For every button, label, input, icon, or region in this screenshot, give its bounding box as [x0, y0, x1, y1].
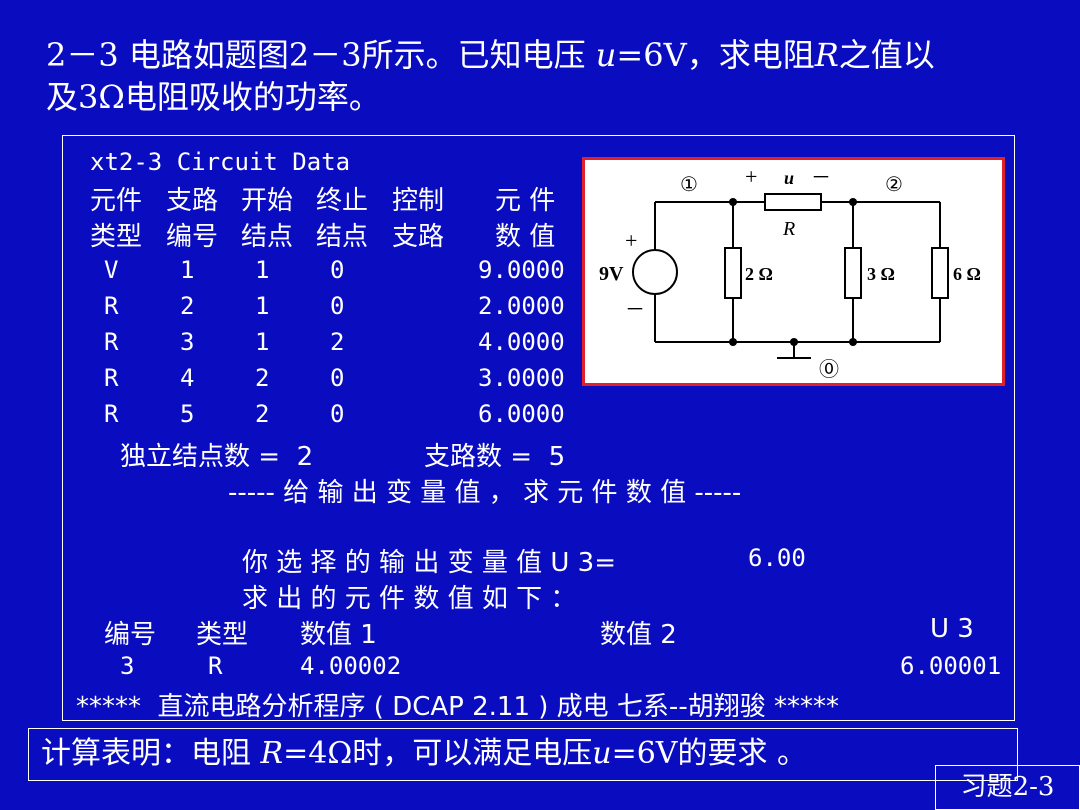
source-minus: － [625, 299, 645, 321]
header-control: 控制 [392, 186, 445, 216]
row-value: 3.0000 [478, 364, 565, 392]
circuit-data-title: xt2-3 Circuit Data [90, 148, 351, 176]
junction-dot [729, 338, 737, 346]
row-type: R [104, 400, 119, 428]
header-branch: 支路 [166, 186, 219, 216]
selected-output-label: 你 选 择 的 输 出 变 量 值 U 3= [242, 548, 617, 578]
row-branch: 3 [180, 328, 195, 356]
resistor-2ohm-icon [724, 247, 742, 299]
row-type: R [104, 328, 119, 356]
resistor-symbol: R [814, 36, 839, 74]
node-2-label: ② [885, 174, 903, 196]
source-plus: + [625, 228, 637, 253]
result-type: R [208, 652, 223, 680]
result-header-value1: 数值 1 [300, 620, 377, 650]
header-number: 编号 [166, 222, 219, 252]
resistor-6ohm-icon [931, 247, 949, 299]
row-start: 2 [255, 364, 270, 392]
row-value: 9.0000 [478, 256, 565, 284]
row-start: 1 [255, 256, 270, 284]
conclusion-text: 计算表明：电阻 [41, 736, 261, 771]
header-branch: 支路 [392, 222, 445, 252]
result-header-value2: 数值 2 [600, 620, 677, 650]
resistor-symbol: R [260, 736, 284, 771]
row-type: V [104, 256, 119, 284]
header-element: 元件 [90, 186, 143, 216]
exercise-tag: 习题2-3 [935, 765, 1080, 810]
junction-dot [849, 198, 857, 206]
row-start: 1 [255, 292, 270, 320]
conclusion-text: =6V的要求 。 [611, 736, 808, 771]
program-footer: ***** 直流电路分析程序 ( DCAP 2.11 ) 成电 七系--胡翔骏 … [76, 692, 839, 722]
independent-node-count: 独立结点数 = 2 [120, 442, 314, 472]
program-output-panel [62, 135, 1015, 721]
row-end: 0 [330, 256, 345, 284]
circuit-diagram: ① ② ⓪ + u － R + 9V － 2 Ω 3 Ω 6 Ω [582, 157, 1005, 386]
row-type: R [104, 292, 119, 320]
problem-text: 之值以 [838, 36, 935, 74]
row-value: 2.0000 [478, 292, 565, 320]
result-intro: 求 出 的 元 件 数 值 如 下 ： [242, 584, 577, 614]
row-branch: 2 [180, 292, 195, 320]
voltage-minus: － [811, 167, 831, 189]
circuit-schematic: ① ② ⓪ + u － R + 9V － 2 Ω 3 Ω 6 Ω [599, 164, 981, 381]
result-header-number: 编号 [104, 620, 157, 650]
header-node: 结点 [316, 222, 369, 252]
header-node: 结点 [241, 222, 294, 252]
header-numeric: 数 值 [495, 222, 556, 252]
result-header-type: 类型 [196, 620, 249, 650]
problem-text: 2－3 电路如题图2－3所示。已知电压 [46, 36, 596, 74]
problem-line-1: 2－3 电路如题图2－3所示。已知电压 u=6V，求电阻R之值以 [46, 34, 1046, 76]
selected-output-value: 6.00 [748, 544, 806, 572]
resistor-r-icon [764, 193, 822, 211]
voltage-source-icon [632, 249, 678, 295]
voltage-symbol: u [592, 736, 612, 771]
junction-dot [729, 198, 737, 206]
junction-dot [849, 338, 857, 346]
row-end: 0 [330, 364, 345, 392]
header-start: 开始 [241, 186, 294, 216]
resistor-3ohm-label: 3 Ω [867, 264, 895, 284]
row-value: 6.0000 [478, 400, 565, 428]
row-type: R [104, 364, 119, 392]
conclusion-text: =4Ω时，可以满足电压 [283, 736, 593, 771]
resistor-3ohm-icon [844, 247, 862, 299]
result-number: 3 [120, 652, 135, 680]
conclusion-box: 计算表明：电阻 R=4Ω时，可以满足电压u=6V的要求 。 [28, 728, 1018, 781]
resistor-r-label: R [782, 218, 795, 240]
result-value1: 4.00002 [300, 652, 402, 680]
header-value: 元 件 [495, 186, 556, 216]
row-end: 2 [330, 328, 345, 356]
header-end: 终止 [316, 186, 369, 216]
node-0-label: ⓪ [819, 358, 839, 381]
branch-count: 支路数 = 5 [424, 442, 566, 472]
row-start: 1 [255, 328, 270, 356]
header-type: 类型 [90, 222, 143, 252]
problem-line-2: 及3Ω电阻吸收的功率。 [46, 78, 381, 116]
row-branch: 4 [180, 364, 195, 392]
resistor-2ohm-label: 2 Ω [745, 264, 773, 284]
source-voltage-label: 9V [599, 263, 624, 285]
row-start: 2 [255, 400, 270, 428]
result-u3: 6.00001 [900, 652, 1002, 680]
given-output-banner: ----- 给 输 出 变 量 值 ， 求 元 件 数 值 ----- [228, 478, 742, 508]
problem-statement: 2－3 电路如题图2－3所示。已知电压 u=6V，求电阻R之值以 及3Ω电阻吸收… [46, 34, 1046, 118]
result-header-u3: U 3 [930, 614, 974, 644]
junction-dot [790, 338, 798, 346]
row-branch: 5 [180, 400, 195, 428]
row-branch: 1 [180, 256, 195, 284]
node-1-label: ① [680, 174, 698, 196]
row-value: 4.0000 [478, 328, 565, 356]
problem-text: =6V，求电阻 [616, 36, 815, 74]
row-end: 0 [330, 400, 345, 428]
voltage-u-label: u [784, 168, 794, 188]
voltage-symbol: u [595, 36, 617, 74]
row-end: 0 [330, 292, 345, 320]
resistor-6ohm-label: 6 Ω [953, 264, 981, 284]
voltage-plus: + [745, 164, 757, 189]
